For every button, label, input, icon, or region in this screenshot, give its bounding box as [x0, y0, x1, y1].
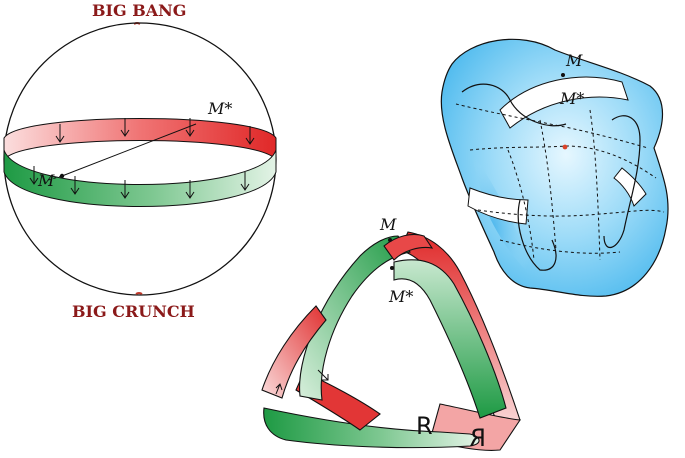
- sphere-figure: BIG BANG M M* BIG CRUNCH: [3, 1, 277, 321]
- label-m-star-mobius: M*: [388, 287, 413, 306]
- surface-strip-right: [613, 167, 647, 207]
- mobius-strip-top-red: [383, 233, 434, 261]
- surface-hole-right: [603, 115, 641, 248]
- letter-r: R: [416, 412, 433, 440]
- surface-hole-left: [517, 199, 557, 271]
- mobius-point-m-star-dot: [390, 266, 394, 270]
- band-arrows-back: [55, 118, 255, 145]
- mobius-arrows: [275, 369, 329, 395]
- band-arrows-front: [29, 166, 250, 199]
- label-m-star-surface: M*: [559, 89, 584, 108]
- blue-surface-figure: M M*: [440, 38, 669, 297]
- label-m-sphere: M: [37, 171, 55, 190]
- label-m-surface: M: [565, 51, 583, 70]
- surface-point-m-dot: [561, 73, 565, 77]
- surface-fold-top: [461, 83, 567, 127]
- mobius-strip-green-right: [393, 259, 507, 419]
- big-crunch-mark: [135, 292, 143, 295]
- surface-center-dot: [562, 144, 568, 150]
- letter-r-mirrored: R: [469, 424, 486, 452]
- mobius-point-m-dot: [388, 238, 392, 242]
- point-m-dot: [59, 173, 65, 179]
- band-front-green: [3, 149, 277, 207]
- antipodal-line: [61, 123, 197, 177]
- surface-strip-left: [467, 187, 529, 225]
- band-back-red: [3, 118, 277, 162]
- big-bang-label: BIG BANG: [92, 1, 186, 20]
- label-m-mobius: M: [379, 215, 397, 234]
- surface-strip-top: [499, 76, 629, 129]
- antipodal-line-dash: [47, 175, 63, 181]
- mobius-strip-red-left: [261, 305, 327, 399]
- big-crunch-label: BIG CRUNCH: [72, 302, 195, 321]
- label-m-star-sphere: M*: [207, 99, 232, 118]
- mobius-band-figure: M M* R R: [261, 215, 521, 452]
- sphere-outline: [3, 22, 277, 296]
